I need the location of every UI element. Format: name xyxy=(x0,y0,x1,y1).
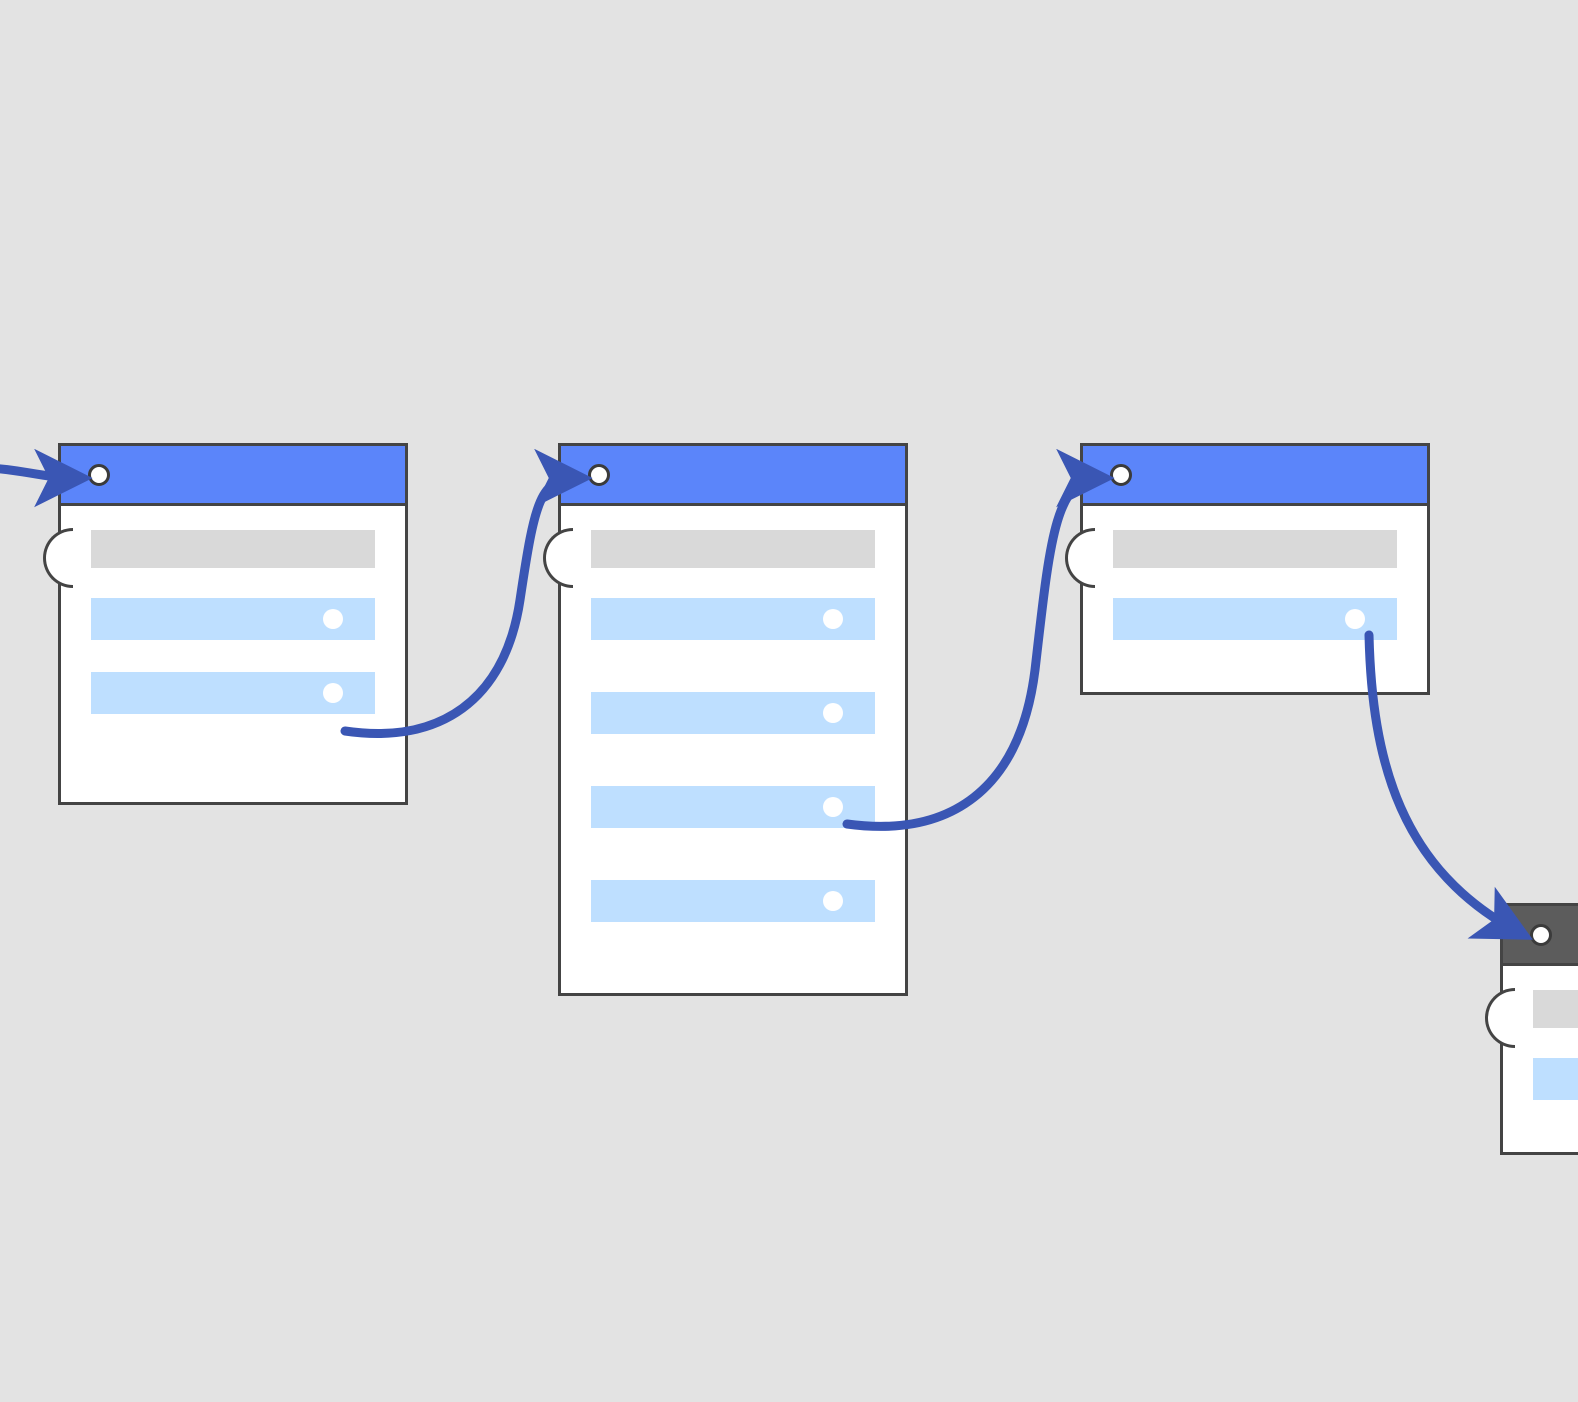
output-port-icon[interactable] xyxy=(323,609,343,629)
node-card-2[interactable] xyxy=(543,443,908,996)
output-port-icon[interactable] xyxy=(823,891,843,911)
output-port-icon[interactable] xyxy=(323,683,343,703)
node-row-blue[interactable] xyxy=(91,672,375,714)
spacer xyxy=(1083,506,1427,530)
left-notch-icon xyxy=(43,528,81,588)
node-row-blue[interactable] xyxy=(1113,598,1397,640)
node-header-4[interactable] xyxy=(1503,906,1578,966)
spacer xyxy=(61,640,405,672)
node-row-gray[interactable] xyxy=(591,530,875,568)
output-port-icon[interactable] xyxy=(823,703,843,723)
spacer xyxy=(61,568,405,598)
node-row-blue[interactable] xyxy=(591,880,875,922)
left-notch-icon xyxy=(1065,528,1103,588)
node-row-blue[interactable] xyxy=(1533,1058,1578,1100)
output-port-icon[interactable] xyxy=(823,797,843,817)
node-body-4 xyxy=(1485,966,1578,1100)
node-header-1[interactable] xyxy=(61,446,405,506)
node-card-1[interactable] xyxy=(43,443,408,805)
node-row-gray[interactable] xyxy=(1533,990,1578,1028)
node-row-gray[interactable] xyxy=(91,530,375,568)
input-port-icon[interactable] xyxy=(588,463,610,486)
node-card-4[interactable] xyxy=(1485,903,1578,1155)
node-row-gray[interactable] xyxy=(1113,530,1397,568)
output-port-icon[interactable] xyxy=(1345,609,1365,629)
input-port-icon[interactable] xyxy=(88,463,110,486)
node-row-blue[interactable] xyxy=(591,692,875,734)
spacer xyxy=(561,734,905,786)
spacer xyxy=(61,506,405,530)
node-body-2 xyxy=(543,506,905,922)
node-row-blue[interactable] xyxy=(591,786,875,828)
input-port-icon[interactable] xyxy=(1530,923,1552,946)
node-body-3 xyxy=(1065,506,1427,640)
spacer xyxy=(561,828,905,880)
input-port-icon[interactable] xyxy=(1110,463,1132,486)
node-card-3[interactable] xyxy=(1065,443,1430,695)
spacer xyxy=(1503,966,1578,990)
node-body-1 xyxy=(43,506,405,714)
left-notch-icon xyxy=(543,528,581,588)
spacer xyxy=(561,506,905,530)
spacer xyxy=(561,568,905,598)
spacer xyxy=(561,640,905,692)
output-port-icon[interactable] xyxy=(823,609,843,629)
left-notch-icon xyxy=(1485,988,1523,1048)
node-header-3[interactable] xyxy=(1083,446,1427,506)
spacer xyxy=(1083,568,1427,598)
node-header-2[interactable] xyxy=(561,446,905,506)
node-row-blue[interactable] xyxy=(591,598,875,640)
node-row-blue[interactable] xyxy=(91,598,375,640)
